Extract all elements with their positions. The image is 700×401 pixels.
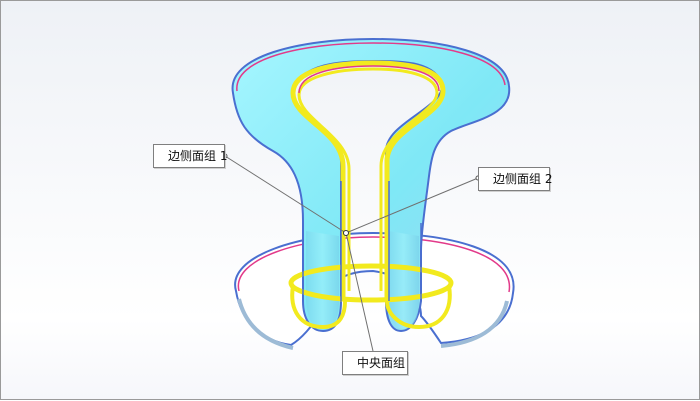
callout-side-face-group-1[interactable]: 边侧面组 1 [153, 144, 227, 168]
upper-highlight-edge[interactable] [290, 60, 446, 301]
top-loop-magenta-edge [236, 42, 506, 92]
left-stem-shading [306, 231, 339, 329]
upper-highlight-edge-outer [297, 67, 439, 291]
leader-lines [224, 155, 479, 352]
right-stem-shading [388, 231, 419, 329]
leader-anchor-point [343, 230, 349, 236]
bottom-flange-magenta-edge [237, 236, 511, 293]
lower-highlight-ring[interactable] [288, 263, 454, 303]
callout-side-face-group-2[interactable]: 边侧面组 2 [478, 167, 552, 191]
callout-center-face-group[interactable]: 中央面组 [342, 351, 408, 375]
bottom-flange-shadow [237, 298, 509, 350]
upper-inner-magenta-edge [298, 65, 440, 94]
lower-left-loop-edge [290, 285, 347, 330]
lower-right-loop-edge [385, 285, 452, 330]
stem-inner-blue-edges [302, 181, 422, 301]
